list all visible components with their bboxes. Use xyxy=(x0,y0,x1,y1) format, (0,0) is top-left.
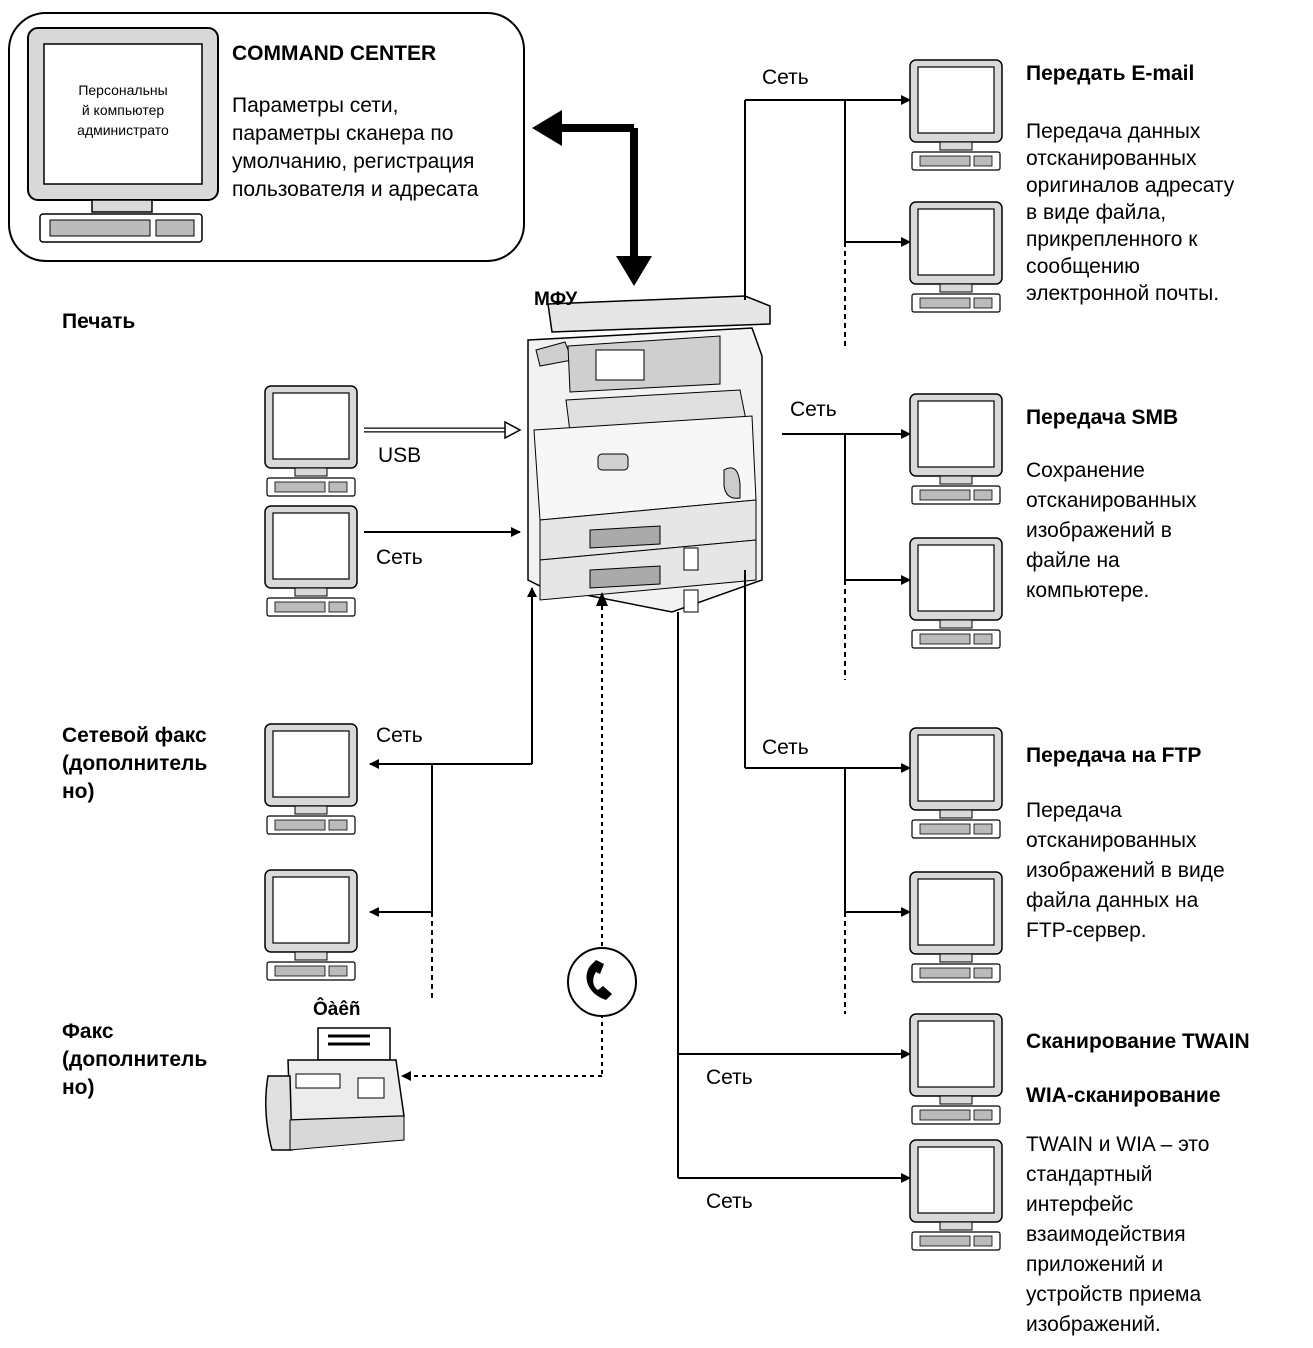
desc-line: умолчанию, регистрация xyxy=(232,150,475,173)
mfp-label: МФУ xyxy=(534,289,578,310)
heading-line: Сетевой факс xyxy=(62,724,207,747)
smb-computer-1-icon xyxy=(909,393,1003,505)
fax-heading: Факс (дополнитель но) xyxy=(62,1018,207,1102)
desc-line: отсканированных xyxy=(1026,147,1197,170)
netfax-computer-2-icon xyxy=(264,869,358,981)
fax-device-icon xyxy=(265,1027,405,1151)
smb-computer-2-icon xyxy=(909,537,1003,649)
ftp-links xyxy=(744,570,911,1014)
desc-line: TWAIN и WIA – это xyxy=(1026,1133,1210,1156)
email-computer-1-icon xyxy=(909,59,1003,171)
command-center-title: COMMAND CENTER xyxy=(232,42,437,65)
email-links xyxy=(744,95,911,346)
desc-line: отсканированных xyxy=(1026,489,1197,512)
desc-line: устройств приема xyxy=(1026,1283,1202,1306)
desc-line: файла данных на xyxy=(1026,889,1199,912)
wia-title: WIA-сканирование xyxy=(1026,1084,1221,1107)
desc-line: отсканированных xyxy=(1026,829,1197,852)
admin-mfp-link xyxy=(532,110,652,286)
ftp-desc: Передача отсканированных изображений в в… xyxy=(1026,796,1225,946)
admin-screen-line: й компьютер xyxy=(81,102,165,118)
desc-line: Параметры сети, xyxy=(232,94,399,117)
email-net-label: Сеть xyxy=(762,66,809,89)
twain-title: Сканирование TWAIN xyxy=(1026,1030,1250,1053)
desc-line: прикрепленного к xyxy=(1026,228,1198,251)
usb-link xyxy=(364,420,522,440)
smb-desc: Сохранение отсканированных изображений в… xyxy=(1026,456,1197,606)
admin-screen-line: администрато xyxy=(77,122,169,138)
desc-line: стандартный xyxy=(1026,1163,1153,1186)
netfax-links xyxy=(369,587,537,1000)
print-net-label: Сеть xyxy=(376,546,423,569)
usb-label: USB xyxy=(378,444,422,467)
ftp-computer-1-icon xyxy=(909,727,1003,839)
command-center-panel xyxy=(8,12,525,262)
print-net-computer-icon xyxy=(264,505,358,617)
desc-line: пользователя и адресата xyxy=(232,178,479,201)
netfax-net-label: Сеть xyxy=(376,724,423,747)
twain-computer-2-icon xyxy=(909,1139,1003,1251)
email-desc: Передача данных отсканированных оригинал… xyxy=(1026,118,1234,307)
heading-line: но) xyxy=(62,1076,95,1099)
heading-line: но) xyxy=(62,780,95,803)
desc-line: FTP-сервер. xyxy=(1026,919,1147,942)
print-usb-computer-icon xyxy=(264,385,358,497)
admin-computer-icon xyxy=(27,27,219,243)
ftp-net-label: Сеть xyxy=(762,736,809,759)
heading-line: (дополнитель xyxy=(62,1048,208,1071)
desc-line: интерфейс xyxy=(1026,1193,1134,1216)
netfax-heading: Сетевой факс (дополнитель но) xyxy=(62,722,207,806)
mfp-device-icon xyxy=(527,295,771,613)
print-heading: Печать xyxy=(62,310,136,333)
netfax-computer-1-icon xyxy=(264,723,358,835)
ftp-title: Передача на FTP xyxy=(1026,744,1202,767)
fax-link xyxy=(401,592,637,1081)
ftp-computer-2-icon xyxy=(909,871,1003,983)
desc-line: электронной почты. xyxy=(1026,282,1220,305)
desc-line: в виде файла, xyxy=(1026,201,1167,224)
desc-line: изображений. xyxy=(1026,1313,1161,1336)
email-computer-2-icon xyxy=(909,201,1003,313)
desc-line: Сохранение xyxy=(1026,459,1145,482)
smb-title: Передача SMB xyxy=(1026,406,1179,429)
twain-computer-1-icon xyxy=(909,1013,1003,1125)
fax-device-label: Ôàêñ xyxy=(313,999,361,1020)
twain-net-label-1: Сеть xyxy=(706,1066,753,1089)
admin-screen-line: Персональны xyxy=(78,82,168,98)
heading-line: Факс xyxy=(62,1020,114,1043)
desc-line: Передача данных xyxy=(1026,120,1201,143)
desc-line: файле на xyxy=(1026,549,1120,572)
desc-line: изображений в виде xyxy=(1026,859,1225,882)
twain-desc: TWAIN и WIA – это стандартный интерфейс … xyxy=(1026,1130,1209,1340)
twain-net-label-2: Сеть xyxy=(706,1190,753,1213)
desc-line: Передача xyxy=(1026,799,1122,822)
email-title: Передать E-mail xyxy=(1026,62,1195,85)
desc-line: изображений в xyxy=(1026,519,1172,542)
desc-line: параметры сканера по xyxy=(232,122,454,145)
twain-links xyxy=(677,612,911,1183)
smb-links xyxy=(782,429,911,680)
desc-line: приложений и xyxy=(1026,1253,1164,1276)
desc-line: взаимодействия xyxy=(1026,1223,1186,1246)
smb-net-label: Сеть xyxy=(790,398,837,421)
desc-line: компьютере. xyxy=(1026,579,1150,602)
desc-line: оригиналов адресату xyxy=(1026,174,1235,197)
admin-screen-text: Персональны й компьютер администрато xyxy=(48,80,198,140)
desc-line: сообщению xyxy=(1026,255,1140,278)
heading-line: (дополнитель xyxy=(62,752,208,775)
command-center-desc: Параметры сети, параметры сканера по умо… xyxy=(232,92,478,204)
